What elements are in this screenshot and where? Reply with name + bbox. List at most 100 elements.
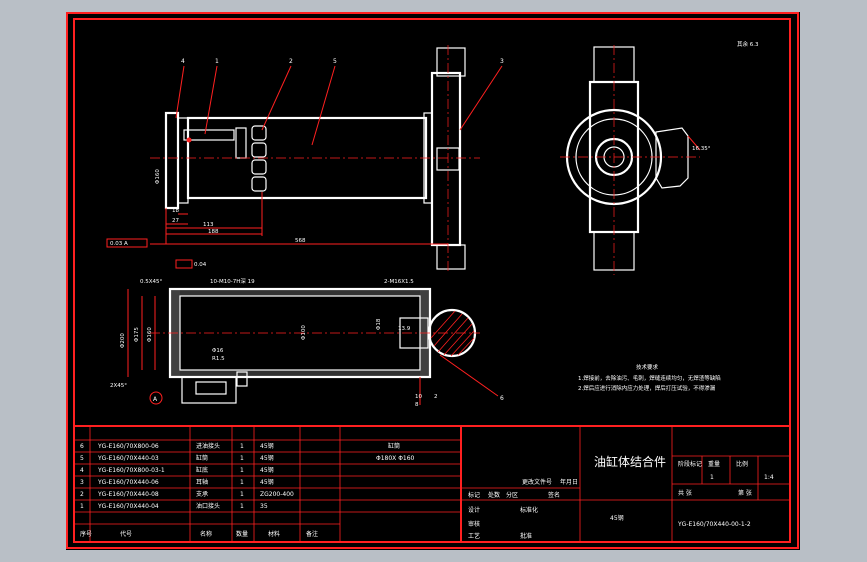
label-count: 处数 (488, 491, 500, 499)
weight-label: 重量 (708, 460, 720, 468)
bom-row: 1 YG-E160/70X440-04 油口接头 1 35 (80, 502, 268, 510)
dim-phi175: Φ175 (134, 327, 140, 342)
section-port-block (181, 376, 237, 404)
label-check: 审核 (468, 520, 480, 528)
bom-header-no: 序号 (80, 530, 92, 538)
bom-no: 6 (80, 443, 84, 450)
tech-heading: 技术要求 (636, 363, 659, 371)
bom-name: 支承 (196, 490, 208, 498)
dim-phi18: Φ18 (376, 318, 382, 330)
bom-qty: 1 (240, 443, 244, 450)
balloon-4: 4 (181, 58, 185, 65)
dim-bore: Φ100 (301, 325, 307, 340)
port-mark (186, 137, 192, 143)
section-wall-top (180, 289, 420, 296)
bom-qty: 1 (240, 503, 244, 510)
dim-phi160-front: Φ160 (155, 169, 161, 184)
bom-code: YG-E160/70X440-03 (97, 455, 159, 462)
label-std: 标准化 (520, 506, 538, 514)
bom-header-qty: 数量 (236, 530, 248, 538)
bom-row: 3 YG-E160/70X440-06 耳轴 1 45钢 (80, 478, 274, 486)
bom-qty: 1 (240, 479, 244, 486)
bom-mat: ZG200-400 (260, 491, 294, 498)
label-zone: 分区 (506, 491, 518, 499)
bom-name: 缸底 (196, 466, 208, 474)
dim-angle: 16.35° (692, 146, 711, 152)
bom-name: 油口接头 (196, 502, 220, 510)
bom-row: 5 YG-E160/70X440-03 缸筒 1 45钢 (80, 454, 274, 462)
bom-no: 5 (80, 455, 84, 462)
dim-188: 188 (208, 229, 219, 235)
tech-requirements: 技术要求 1.焊接前，去除油污、毛刺，焊缝连续均匀，无焊渣等缺陷 2.焊后应进行… (578, 363, 721, 392)
outer-border (66, 12, 799, 549)
bom-qty: 1 (240, 491, 244, 498)
dim-phi200: Φ200 (120, 333, 126, 348)
trunnion-top-stub (436, 47, 466, 77)
quantity-value: 1 (710, 474, 714, 481)
bom-code: YG-E160/70X440-08 (97, 491, 159, 498)
angle-line (687, 135, 701, 151)
dim-10: 10 (415, 394, 422, 400)
bom-name: 缸筒 (196, 454, 208, 462)
tolerance-value-2: 0.04 (194, 262, 207, 268)
title-block[interactable]: 油缸体结合件 阶段标记 重量 比例 1 1:4 共 张 第 张 YG-E160/… (460, 425, 791, 543)
leader-1 (204, 65, 218, 135)
title-block-lines (461, 426, 790, 542)
bom-name: 进油接头 (196, 442, 220, 450)
label-date: 年月日 (560, 478, 578, 486)
dim-r15: R1.5 (212, 356, 225, 362)
tolerance-frame-2 (175, 259, 193, 269)
drawing-title: 油缸体结合件 (594, 454, 666, 469)
dim-18: 18 (172, 208, 179, 214)
section-view[interactable]: Φ200 Φ175 Φ160 Φ100 Φ18 13.9 0.5X45° 10-… (110, 259, 504, 408)
bom-mat: 35 (260, 503, 268, 510)
roughness-note: 其余 6.3 (737, 40, 759, 48)
dim-568: 568 (295, 238, 306, 244)
leader-6 (439, 354, 499, 397)
balloon-5: 5 (333, 58, 337, 65)
dim-27: 27 (172, 218, 179, 224)
leader-4 (175, 65, 185, 119)
stage-label: 阶段标记 (678, 460, 702, 468)
dim-2: 2 (434, 394, 438, 400)
leader-2 (261, 65, 292, 131)
bom-mat: 45钢 (260, 442, 274, 450)
bom-row-lines (74, 426, 461, 542)
bom-row: 4 YG-E160/70X800-03-1 缸底 1 45钢 (80, 466, 274, 474)
bom-header-mat: 材料 (268, 530, 280, 538)
section-wall-bottom (180, 370, 420, 377)
balloon-2: 2 (289, 58, 293, 65)
label-approve: 批准 (520, 532, 532, 540)
bom-code: YG-E160/70X800-03-1 (97, 467, 165, 474)
bom-header-name: 名称 (200, 530, 212, 538)
front-view[interactable]: 4 1 2 5 3 18 27 113 188 568 0.03 A Φ160 (106, 45, 504, 272)
bom-code: YG-E160/70X440-06 (97, 479, 159, 486)
oil-port-slot (183, 129, 235, 141)
bom-qty: 1 (240, 455, 244, 462)
dim-8: 8 (415, 402, 419, 408)
bom-mat: 45钢 (260, 478, 274, 486)
bom-row: 6 YG-E160/70X800-06 进油接头 1 45钢 (80, 442, 274, 450)
bom-spec-value: Φ180X Φ160 (376, 455, 415, 462)
bom-row: 2 YG-E160/70X440-08 支承 1 ZG200-400 (80, 490, 294, 498)
datum-a-circle (149, 391, 163, 405)
bom-mat: 45钢 (260, 454, 274, 462)
tolerance-value: 0.03 A (110, 241, 128, 247)
bom-no: 1 (80, 503, 84, 510)
label-design: 设计 (468, 506, 480, 514)
leader-3 (459, 65, 503, 131)
label-sign: 签名 (548, 491, 560, 499)
side-view[interactable]: 16.35° 其余 6.3 (560, 40, 759, 275)
material-value: 45钢 (610, 514, 624, 522)
bom-header-code: 代号 (120, 530, 132, 538)
support-ring (251, 125, 267, 192)
label-change-doc: 更改文件号 (522, 478, 552, 486)
bom-code: YG-E160/70X800-06 (97, 443, 159, 450)
tech-line-1: 1.焊接前，去除油污、毛刺，焊缝连续均匀，无焊渣等缺陷 (578, 374, 721, 382)
datum-a: A (153, 396, 158, 403)
dim-chamfer: 0.5X45° (140, 279, 163, 285)
tolerance-frame (106, 238, 148, 248)
scale-label: 比例 (736, 460, 748, 468)
dim-phi160-section: Φ160 (147, 327, 153, 342)
